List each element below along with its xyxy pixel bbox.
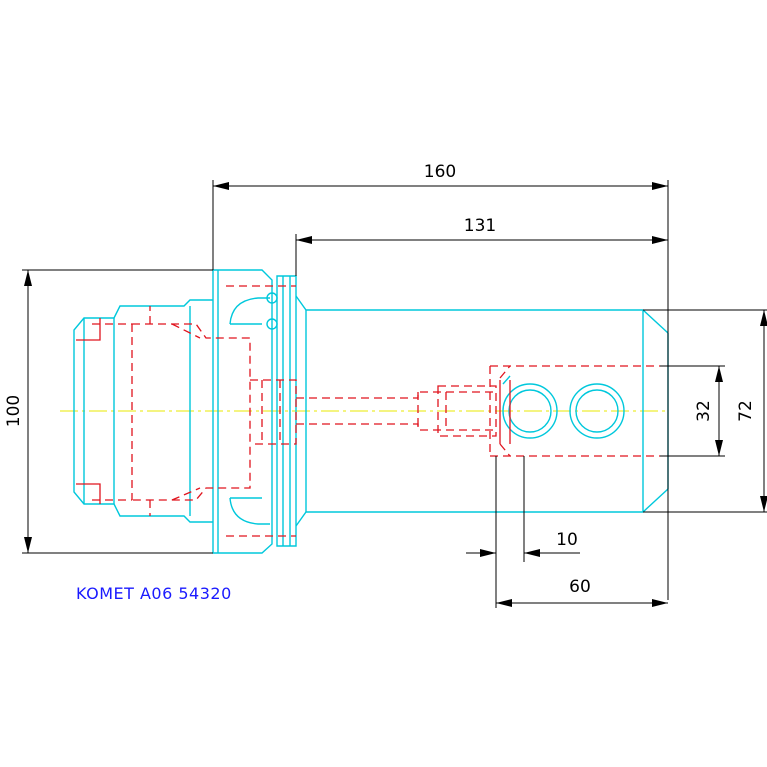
part-label: KOMET A06 54320 <box>76 584 232 603</box>
dim-offset: 10 <box>556 530 578 550</box>
dim-bore-spacing: 32 <box>694 400 714 422</box>
cross-hole-2 <box>569 383 625 439</box>
dimension-lines <box>22 180 767 608</box>
dim-body-length: 131 <box>464 216 496 236</box>
dim-body-diameter: 72 <box>736 400 756 422</box>
tool-outline <box>73 269 669 554</box>
dim-bore-depth: 60 <box>569 577 591 597</box>
hidden-lines <box>76 285 660 537</box>
dim-flange-diameter: 100 <box>4 395 24 427</box>
dim-overall-length: 160 <box>424 162 456 182</box>
cross-hole-1 <box>502 383 558 439</box>
